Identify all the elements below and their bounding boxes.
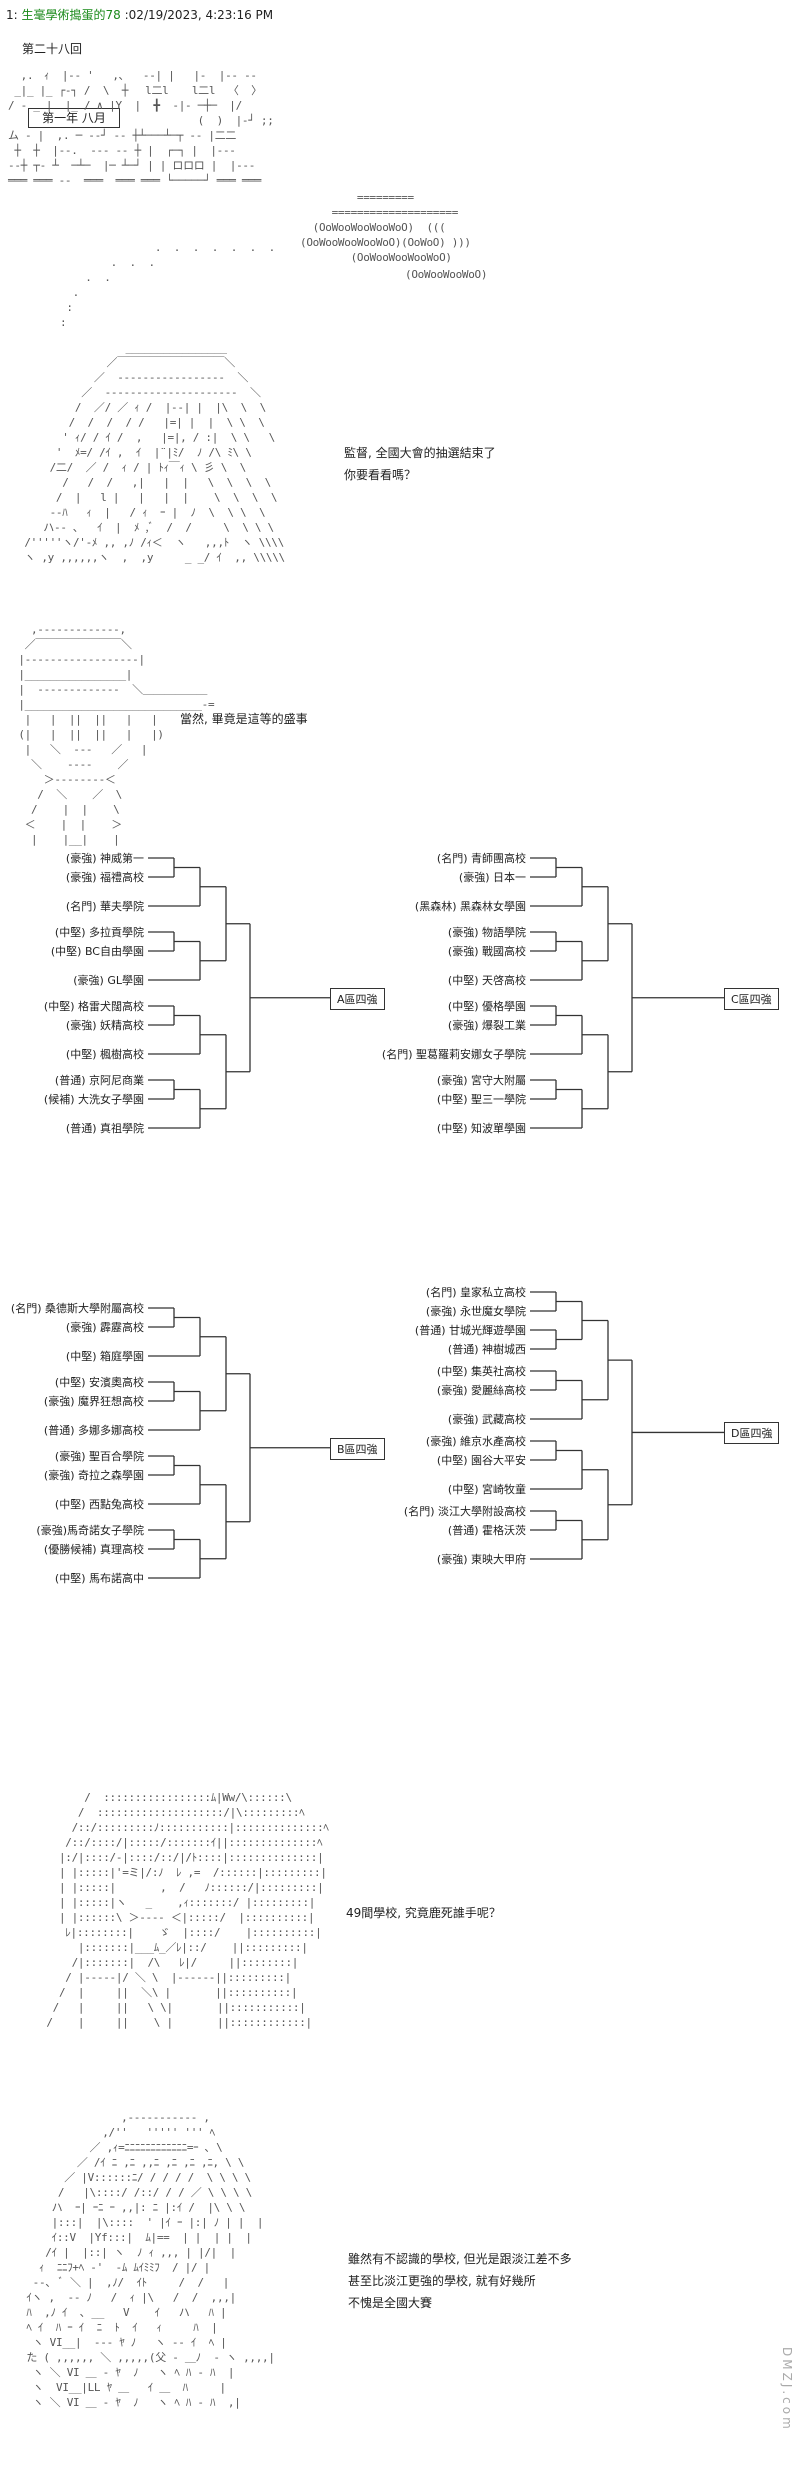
scene5-character-art: ,----------- , ,/'' ''''' ''' ﾍ ／ ,ｨ=ﾆﾆﾆ… — [26, 2111, 275, 2409]
group-semifinal-box: C區四強 — [724, 987, 779, 1010]
team-entry: (黑森林) 黑森林女學園 — [414, 900, 526, 913]
team-entry: (中堅) 宮崎牧童 — [447, 1483, 526, 1496]
dialogue-1: 監督, 全國大會的抽選結束了 你要看看嗎？ — [344, 442, 496, 486]
team-entry: (豪強) 物語學院 — [447, 926, 526, 939]
post-header: 1: 生毫學術搗蛋的78 :02/19/2023, 4:23:16 PM — [6, 6, 273, 23]
scene4-character-art: / :::::::::::::::::ﾑ|Ww/\::::::\ / :::::… — [46, 1791, 329, 2029]
team-entry: (名門) 桑德斯大學附屬高校 — [10, 1302, 144, 1315]
team-entry: (豪強) 武藏高校 — [447, 1413, 526, 1426]
dialogue-1-line-a: 監督, 全國大會的抽選結束了 — [344, 446, 496, 460]
team-entry: (候補) 大洗女子學園 — [43, 1093, 144, 1106]
poster-name[interactable]: 生毫學術搗蛋的78 — [21, 8, 121, 22]
team-entry: (豪強) 宮守大附屬 — [436, 1074, 526, 1087]
team-entry: (中堅) 知波單學園 — [436, 1122, 526, 1135]
team-entry: (豪強) 爆裂工業 — [447, 1019, 526, 1032]
team-entry: (中堅) 格雷犬闊高校 — [43, 1000, 144, 1013]
dialogue-4: 雖然有不認識的學校, 但光是跟淡江差不多 甚至比淡江更強的學校, 就有好幾所 不… — [348, 2248, 572, 2314]
team-entry: (豪強) 福禮高校 — [65, 871, 144, 884]
team-entry: (中堅) 楓樹高校 — [65, 1048, 144, 1061]
dialogue-4-line-a: 雖然有不認識的學校, 但光是跟淡江差不多 — [348, 2252, 572, 2266]
team-entry: (普通) 真祖學院 — [65, 1122, 144, 1135]
team-entry: (豪強) 維京水產高校 — [425, 1435, 526, 1448]
team-entry: (中堅) BC自由學園 — [50, 945, 144, 958]
team-entry: (豪強) 神威第一 — [65, 852, 144, 865]
dialogue-3: 49間學校, 究竟鹿死誰手呢？ — [346, 1906, 501, 1920]
team-entry: (普通) 甘城光輝遊學園 — [414, 1324, 526, 1337]
team-entry: (名門) 聖葛羅莉安娜女子學院 — [381, 1048, 526, 1061]
scene1-crowd-art: ========= ==================== (OoWooWoo… — [300, 191, 471, 264]
team-entry: (豪強) 戰國高校 — [447, 945, 526, 958]
post-number: 1: — [6, 8, 18, 22]
team-entry: (名門) 皇家私立高校 — [425, 1286, 526, 1299]
team-entry: (豪強) 妖精高校 — [65, 1019, 144, 1032]
team-entry: (中堅) 園谷大平安 — [436, 1454, 526, 1467]
team-entry: (中堅) 馬布諾高中 — [54, 1572, 144, 1585]
dialogue-4-line-c: 不愧是全國大賽 — [348, 2296, 433, 2310]
team-entry: (豪強) 永世魔女學院 — [425, 1305, 526, 1318]
team-entry: (普通) 京阿尼商業 — [54, 1074, 144, 1087]
team-entry: (中堅) 集英社高校 — [436, 1365, 526, 1378]
team-entry: (名門) 青師團高校 — [436, 852, 526, 865]
team-entry: (豪強) 聖百合學院 — [54, 1450, 144, 1463]
team-entry: (名門) 淡江大學附設高校 — [403, 1505, 526, 1518]
team-entry: (中堅) 優格學園 — [447, 1000, 526, 1013]
team-entry: (豪強) GL學園 — [73, 974, 144, 987]
post-datetime: :02/19/2023, 4:23:16 PM — [124, 8, 274, 22]
team-entry: (豪強) 愛麗絲高校 — [436, 1384, 526, 1397]
team-entry: (中堅) 多拉貢學院 — [54, 926, 144, 939]
chapter-title: 第二十八回 — [22, 42, 83, 56]
team-entry: (中堅) 天啓高校 — [447, 974, 526, 987]
team-entry: (豪強) 東映大甲府 — [436, 1553, 526, 1566]
scene3-character-art: ,‐‐‐‐‐‐‐‐‐‐‐‐‐, ／￣￣￣￣￣￣￣￣＼ |‐‐‐‐‐‐‐‐‐‐‐‐… — [18, 623, 215, 846]
scene1-dotted-arc: . . . . . . . . . . . . . : : — [60, 241, 275, 329]
group-semifinal-box: B區四強 — [330, 1437, 385, 1460]
team-entry: (普通) 多娜多娜高校 — [43, 1424, 144, 1437]
team-entry: (中堅) 聖三一學院 — [436, 1093, 526, 1106]
group-semifinal-box: A區四強 — [330, 987, 385, 1010]
site-watermark: DMZJ.com — [780, 2347, 794, 2432]
dialogue-2: 當然, 畢竟是這等的盛事 — [180, 712, 308, 726]
month-sign: 第一年 八月 — [28, 108, 120, 128]
team-entry: (豪強) 魔界狂想高校 — [43, 1395, 144, 1408]
team-entry: (中堅) 西點兔高校 — [54, 1498, 144, 1511]
team-entry: (豪強)馬奇諾女子學院 — [36, 1524, 144, 1537]
dialogue-4-line-b: 甚至比淡江更強的學校, 就有好幾所 — [348, 2274, 536, 2288]
team-entry: (豪強) 霹靂高校 — [65, 1321, 144, 1334]
scene1-ascii-art: ,. ｨ |‐‐ ' ,､ ‐‐| | |‐ |‐‐ ‐‐ _|_ |_ ┌‐┐… — [8, 69, 274, 187]
team-entry: (普通) 霍格沃茨 — [447, 1524, 526, 1537]
team-entry: (豪強) 日本一 — [458, 871, 526, 884]
dialogue-1-line-b: 你要看看嗎？ — [344, 468, 417, 482]
team-entry: (名門) 華夫學院 — [65, 900, 144, 913]
team-entry: (普通) 神樹城西 — [447, 1343, 526, 1356]
team-entry: (中堅) 箱庭學園 — [65, 1350, 144, 1363]
group-semifinal-box: D區四強 — [724, 1422, 780, 1445]
scene1-crowd-text: (OoWooWooWoO) — [405, 268, 488, 281]
team-entry: (優勝候補) 真理高校 — [43, 1543, 144, 1556]
team-entry: (豪強) 奇拉之森學園 — [43, 1469, 144, 1482]
team-entry: (中堅) 安濱奧高校 — [54, 1376, 144, 1389]
scene2-character-art: ________________ ／￣￣￣￣￣￣￣￣￣￣＼ ／ ‐‐‐‐‐‐‐‐… — [24, 341, 285, 564]
